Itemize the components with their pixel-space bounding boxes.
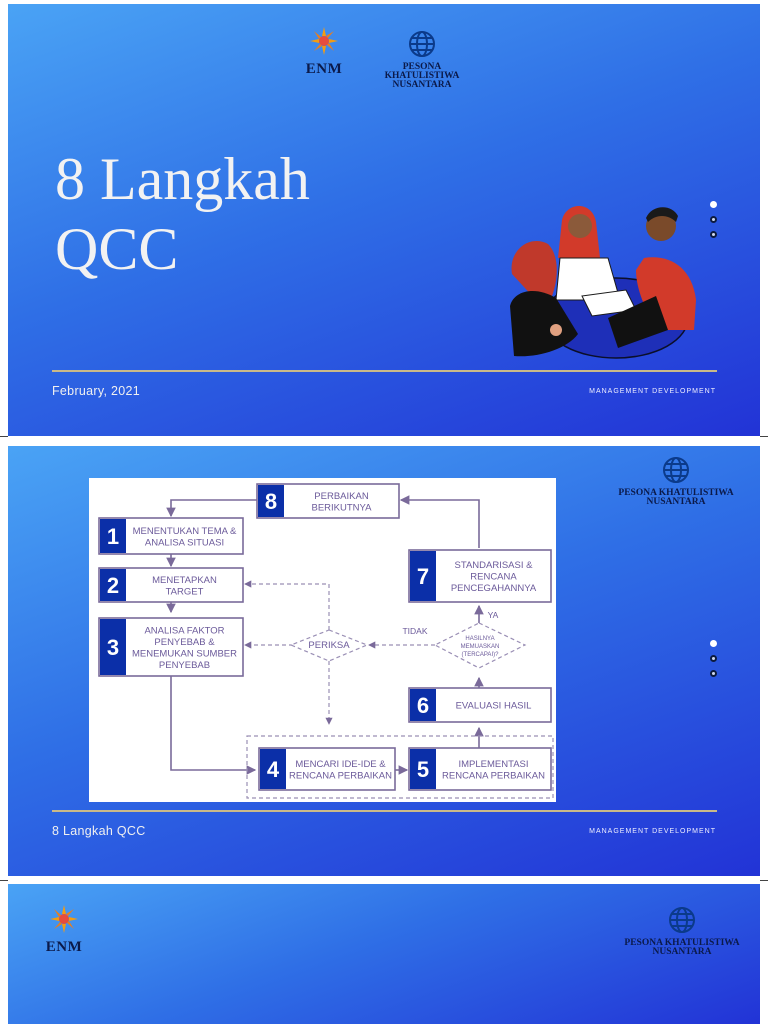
- pk-logo-line1: PESONA KHATULISTIWA: [384, 62, 460, 81]
- footer-department: MANAGEMENT DEVELOPMENT: [589, 828, 716, 835]
- flow-step-label: BERIKUTNYA: [311, 502, 372, 513]
- flow-step-label: PENYEBAB: [159, 660, 210, 671]
- enm-logo-text: ENM: [305, 61, 343, 77]
- pk-logo: PESONA KHATULISTIWA NUSANTARA: [366, 30, 478, 90]
- flow-step-label: PERBAIKAN: [314, 491, 369, 502]
- flow-step-label: TARGET: [166, 586, 204, 597]
- flow-step-label: PENCEGAHANNYA: [451, 583, 537, 594]
- crop-mark: [0, 880, 8, 881]
- pk-logo: PESONA KHATULISTIWA NUSANTARA: [616, 456, 736, 507]
- flow-step-4: 4 MENCARI IDE-IDE &RENCANA PERBAIKAN: [258, 747, 396, 791]
- flow-step-number-block: [100, 619, 126, 675]
- enm-sun-icon: [310, 27, 338, 55]
- flow-step-number-block: [260, 749, 286, 789]
- globe-icon: [669, 907, 695, 933]
- flow-step-number-block: [258, 485, 284, 517]
- divider: [52, 810, 717, 812]
- flow-step-number: 5: [417, 757, 429, 782]
- nav-dot[interactable]: [709, 231, 717, 238]
- qcc-flowchart: 1 MENENTUKAN TEMA &ANALISA SITUASI 2 MENETA…: [89, 478, 556, 802]
- nav-dot[interactable]: [709, 655, 717, 662]
- team-meeting-illustration: [510, 206, 696, 359]
- title-line-2: QCC: [55, 216, 179, 282]
- flow-step-number: 7: [417, 564, 429, 589]
- nav-dot-active[interactable]: [709, 640, 717, 647]
- decision-result-line1: HASILNYA: [465, 636, 494, 642]
- nav-dot[interactable]: [709, 216, 717, 223]
- flow-step-label: IMPLEMENTASI: [458, 759, 528, 770]
- divider: [52, 370, 717, 372]
- slide-footer-title: 8 Langkah QCC: [52, 824, 146, 838]
- slide-nav-dots: [708, 640, 718, 685]
- globe-icon: [409, 31, 435, 57]
- flow-step-label: EVALUASI HASIL: [456, 701, 532, 712]
- flow-step-label: RENCANA PERBAIKAN: [289, 770, 392, 781]
- pk-logo-line1: PESONA KHATULISTIWA: [624, 938, 740, 948]
- slide-nav-dots: [708, 201, 718, 246]
- footer-department: MANAGEMENT DEVELOPMENT: [589, 388, 716, 395]
- nav-dot[interactable]: [709, 670, 717, 677]
- flow-step-number: 3: [107, 635, 119, 660]
- flow-step-number-block: [410, 749, 436, 789]
- flow-step-label: MENETAPKAN: [152, 575, 217, 586]
- flow-step-label: ANALISA FAKTOR: [144, 625, 224, 636]
- label-no: TIDAK: [402, 626, 427, 636]
- pk-logo: PESONA KHATULISTIWA NUSANTARA: [622, 906, 742, 957]
- decision-result-line3: (TERCAPAI)?: [462, 652, 500, 658]
- pk-logo-line1: PESONA KHATULISTIWA: [618, 488, 734, 498]
- flow-step-label: MENEMUKAN SUMBER: [132, 648, 237, 659]
- slide-partial: ENM PESONA KHATULISTIWA NUSANTARA: [8, 884, 760, 1024]
- flow-step-label: RENCANA PERBAIKAN: [442, 770, 545, 781]
- flow-step-label: MENCARI IDE-IDE &: [295, 759, 386, 770]
- flow-step-1: 1 MENENTUKAN TEMA &ANALISA SITUASI: [98, 517, 244, 555]
- enm-sun-icon: [50, 905, 78, 933]
- flow-step-number: 2: [107, 573, 119, 598]
- flow-step-label: ANALISA SITUASI: [145, 537, 224, 548]
- flow-step-number: 1: [107, 524, 119, 549]
- flow-step-number-block: [410, 551, 436, 601]
- flow-step-label: PENYEBAB &: [154, 637, 215, 648]
- crop-mark: [0, 436, 8, 437]
- flow-step-number-block: [410, 689, 436, 721]
- title-line-1: 8 Langkah: [55, 146, 310, 212]
- pk-logo-line2: NUSANTARA: [392, 80, 452, 90]
- pk-logo-line2: NUSANTARA: [652, 947, 712, 957]
- nav-dot-active[interactable]: [709, 201, 717, 208]
- enm-logo: ENM: [38, 904, 90, 956]
- enm-logo: ENM: [298, 26, 350, 78]
- slide-qcc-steps: 1 MENENTUKAN TEMA &ANALISA SITUASI 2 MENETA…: [8, 446, 760, 876]
- crop-mark: [760, 436, 768, 437]
- decision-result-line2: MEMUASKAN: [461, 644, 500, 650]
- flow-step-number-block: [100, 519, 126, 553]
- flow-step-label: MENENTUKAN TEMA &: [133, 526, 237, 537]
- decision-check-label: PERIKSA: [308, 640, 350, 651]
- slide-title: ENM PESONA KHATULISTIWA NUSANTARA 8 Lang…: [8, 4, 760, 436]
- crop-mark: [760, 880, 768, 881]
- slide-date: February, 2021: [52, 384, 141, 398]
- flow-step-number: 4: [267, 757, 280, 782]
- enm-logo-text: ENM: [45, 939, 83, 955]
- flow-step-number: 6: [417, 693, 429, 718]
- flow-step-number-block: [100, 569, 126, 601]
- label-yes: YA: [488, 610, 499, 620]
- flow-step-6: 6 EVALUASI HASIL: [408, 687, 552, 723]
- flow-step-label: STANDARISASI &: [455, 560, 534, 571]
- flow-step-label: RENCANA: [470, 572, 517, 583]
- globe-icon: [663, 457, 689, 483]
- slide-title-heading: 8 Langkah QCC: [55, 144, 310, 284]
- flow-step-number: 8: [265, 489, 277, 514]
- pk-logo-line2: NUSANTARA: [646, 497, 706, 507]
